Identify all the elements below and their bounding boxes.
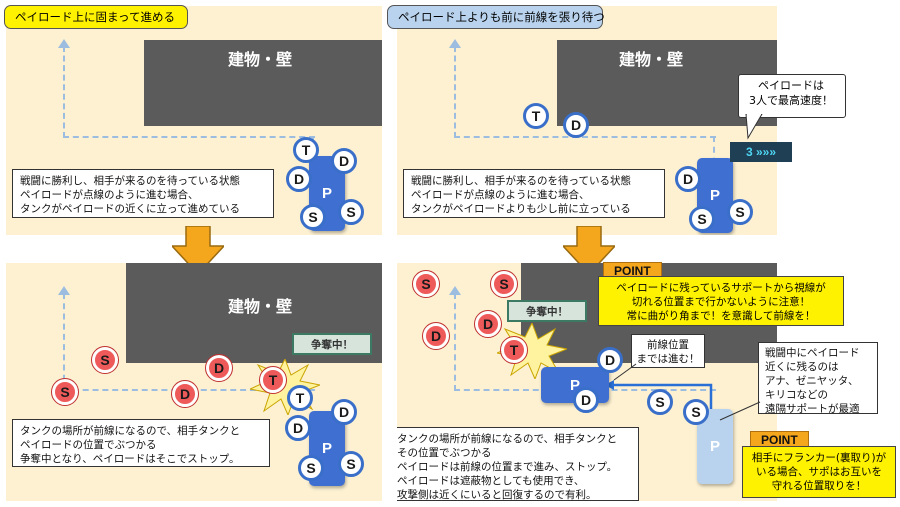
- panel-bottom-left: 建物・壁 P S S D D T T D D S S タンクの場所が前線になるの…: [6, 263, 382, 501]
- ally-unit: S: [647, 389, 673, 415]
- down-arrow-icon: [563, 226, 615, 274]
- point-note: ペイロードに残っているサポートから視線が 切れる位置まで行かないように注意！ 常…: [598, 276, 844, 326]
- speech-bubble: [738, 74, 846, 118]
- ally-unit: S: [338, 199, 364, 225]
- path-arrow-icon: [449, 286, 461, 295]
- ally-unit: T: [523, 103, 549, 129]
- description-box: タンクの場所が前線になるので、相手タンクと その位置でぶつかる ペイロードは前線…: [397, 427, 639, 501]
- panel-top-left: 建物・壁 P T D D S S 戦闘に勝利し、相手が来るのを待っている状態 ペ…: [6, 6, 382, 235]
- contest-status-badge: 争奪中！: [507, 300, 587, 322]
- panel-top-right: 建物・壁 P T D D S S 戦闘に勝利し、相手が来るのを待っている状態 ペ…: [397, 6, 777, 235]
- enemy-unit: D: [422, 322, 450, 350]
- description-box: 戦闘に勝利し、相手が来るのを待っている状態 ペイロードが点線のように進む場合、 …: [403, 169, 665, 218]
- panel-title: ペイロード上よりも前に前線を張り待つ: [387, 5, 605, 29]
- point-badge: POINT: [750, 431, 809, 449]
- ally-unit: T: [287, 385, 313, 411]
- contest-status-badge: 争奪中！: [292, 333, 372, 355]
- description-box: 戦闘に勝利し、相手が来るのを待っている状態 ペイロードが点線のように進む場合、 …: [12, 169, 274, 218]
- ally-unit: S: [298, 455, 324, 481]
- ally-unit: S: [689, 206, 715, 232]
- enemy-unit: T: [500, 336, 528, 364]
- enemy-unit: S: [51, 378, 79, 406]
- ally-unit: D: [675, 166, 701, 192]
- speech-bubble-tail: [745, 114, 763, 140]
- ally-unit: S: [300, 204, 326, 230]
- ally-unit: D: [573, 387, 599, 413]
- speech-bubble-text: ペイロードは 3人で最高速度！: [749, 79, 833, 107]
- path-arrow-icon: [449, 39, 461, 48]
- speed-icon: 3 »»»: [730, 142, 792, 162]
- down-arrow-icon: [172, 226, 224, 274]
- point-note: 相手にフランカー(裏取り)が いる場合、サポはお互いを 守れる位置取りを！: [742, 446, 896, 498]
- enemy-unit: T: [259, 366, 287, 394]
- enemy-unit: D: [474, 310, 502, 338]
- ally-unit: S: [683, 399, 709, 425]
- frontline-note: 前線位置 までは進む！: [631, 334, 705, 368]
- building-wall: [144, 40, 382, 126]
- wall-label: 建物・壁: [228, 50, 293, 69]
- point-badge: POINT: [603, 262, 662, 280]
- payload-path: [63, 46, 315, 138]
- enemy-unit: S: [91, 346, 119, 374]
- ally-unit: D: [286, 166, 312, 192]
- panel-title: ペイロード上に固まって進める: [4, 5, 188, 29]
- ally-unit: D: [563, 112, 589, 138]
- support-note-tail: [719, 401, 761, 421]
- support-note: 戦闘中にペイロード 近くに残るのは アナ、ゼニヤッタ、 キリコなどの 遠隔サポー…: [758, 342, 878, 415]
- wall-label: 建物・壁: [228, 297, 293, 316]
- enemy-unit: D: [205, 354, 233, 382]
- ally-unit: S: [727, 199, 753, 225]
- ally-unit: S: [338, 451, 364, 477]
- path-arrow-icon: [58, 39, 70, 48]
- payload-advance-arrow: [605, 380, 713, 413]
- enemy-unit: D: [171, 380, 199, 408]
- frontline-note-tail: [613, 363, 637, 381]
- ally-unit: D: [285, 415, 311, 441]
- enemy-unit: S: [490, 270, 518, 298]
- ally-unit: D: [331, 399, 357, 425]
- ally-unit: D: [597, 347, 623, 373]
- enemy-unit: S: [412, 270, 440, 298]
- path-arrow-icon: [58, 286, 70, 295]
- ally-unit: T: [293, 137, 319, 163]
- ally-unit: D: [331, 148, 357, 174]
- payload-path: [454, 46, 716, 138]
- description-box: タンクの場所が前線になるので、相手タンクと ペイロードの位置でぶつかる 争奪中と…: [12, 419, 270, 467]
- wall-label: 建物・壁: [619, 50, 684, 69]
